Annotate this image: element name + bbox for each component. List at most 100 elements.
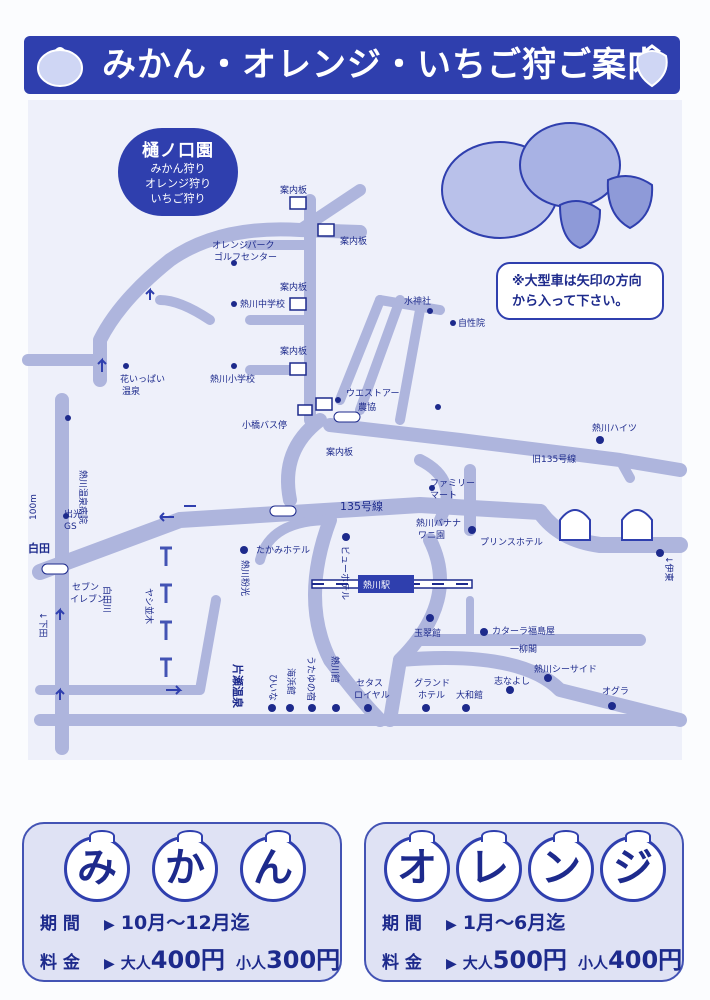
svg-text:100m: 100m: [29, 494, 39, 520]
page-title: みかん・オレンジ・いちご狩ご案内: [102, 45, 662, 85]
svg-text:案内板: 案内板: [326, 446, 353, 458]
orange-title: オ レ ン ジ: [380, 830, 680, 906]
svg-text:熱川小学校: 熱川小学校: [210, 373, 255, 385]
orange-char-4: ジ: [600, 830, 666, 902]
farm-service-orange: オレンジ狩り: [145, 177, 211, 190]
price-label: 料 金: [382, 953, 422, 973]
period-label: 期 間: [40, 914, 80, 934]
orange-char-1: オ: [384, 830, 450, 902]
svg-text:出光: 出光: [64, 508, 82, 520]
roads: [22, 184, 688, 755]
mikan-period: 10月〜12月迄: [120, 912, 250, 934]
svg-text:うたゆの宿: うたゆの宿: [305, 656, 317, 701]
mikan-period-row: 期 間 ▶ 10月〜12月迄: [40, 908, 250, 935]
svg-text:イレブン: イレブン: [70, 593, 106, 605]
large-vehicle-note: ※大型車は矢印の方向 から入って下さい。: [496, 262, 664, 320]
svg-text:一柳閣: 一柳閣: [510, 643, 537, 655]
svg-text:小橋バス停: 小橋バス停: [242, 419, 287, 431]
mikan-child-price: 300円: [266, 946, 341, 974]
svg-text:熱川シーサイド: 熱川シーサイド: [534, 663, 597, 675]
mikan-char-2: か: [152, 830, 218, 902]
svg-text:農協: 農協: [358, 401, 376, 413]
svg-text:白田川: 白田川: [101, 586, 113, 613]
orange-period-row: 期 間▶1月〜6月迄: [382, 908, 565, 935]
svg-text:ワニ園: ワニ園: [418, 530, 445, 541]
note-line-2: から入って下さい。: [512, 294, 629, 309]
traffic-light-icons: [41, 411, 361, 575]
svg-text:ひいな: ひいな: [267, 674, 278, 701]
svg-text:水神社: 水神社: [404, 295, 431, 307]
svg-text:白田: 白田: [28, 541, 50, 555]
tunnel-icons: [559, 509, 653, 541]
mikan-title: み か ん: [54, 830, 314, 906]
orange-info-panel: オ レ ン ジ 期 間▶1月〜6月迄 料 金 ▶ 大人500円 小人400円: [364, 822, 684, 982]
svg-text:自性院: 自性院: [458, 317, 485, 329]
svg-text:たかみホテル: たかみホテル: [256, 545, 310, 556]
child-label: 小人: [236, 954, 267, 972]
orange-period: 1月〜6月迄: [462, 912, 566, 934]
svg-text:熱川バナナ: 熱川バナナ: [416, 517, 461, 529]
direction-arrows: [55, 287, 196, 700]
fruit-illustration: [441, 122, 654, 250]
adult-label: 大人: [120, 954, 151, 972]
orange-child-price: 400円: [608, 946, 683, 974]
svg-text:ファミリー: ファミリー: [430, 479, 475, 489]
svg-text:↓下田: ↓下田: [37, 612, 48, 638]
location-dots: [63, 260, 456, 519]
svg-text:案内板: 案内板: [340, 235, 367, 247]
svg-text:案内板: 案内板: [280, 345, 307, 357]
svg-text:ロイヤル: ロイヤル: [354, 691, 390, 701]
svg-text:旧135号線: 旧135号線: [532, 453, 576, 465]
railway: [311, 575, 473, 593]
svg-text:熱川粉光: 熱川粉光: [239, 560, 251, 596]
triangle-right-icon: ▶: [104, 956, 115, 972]
orange-adult-price: 500円: [492, 946, 567, 974]
child-label: 小人: [578, 954, 609, 972]
signboard-icons: [289, 196, 335, 416]
svg-text:温泉: 温泉: [122, 385, 140, 397]
svg-text:ウエストアー: ウエストアー: [346, 388, 399, 399]
svg-text:海浜館: 海浜館: [285, 668, 297, 695]
mikan-char-1: み: [64, 830, 130, 902]
svg-text:GS: GS: [64, 522, 77, 532]
triangle-right-icon: ▶: [446, 956, 457, 972]
strawberry-icon: [636, 44, 668, 88]
farm-label: 樋ノ口園 みかん狩り オレンジ狩り いちご狩り: [118, 128, 238, 216]
triangle-right-icon: ▶: [104, 917, 115, 933]
svg-text:オグラ: オグラ: [602, 685, 629, 697]
svg-text:花いっぱい: 花いっぱい: [120, 373, 165, 385]
note-line-1: ※大型車は矢印の方向: [512, 274, 642, 289]
period-label: 期 間: [382, 914, 422, 934]
farm-name: 樋ノ口園: [142, 141, 214, 161]
svg-text:セブン: セブン: [72, 581, 99, 593]
svg-text:熱川ハイツ: 熱川ハイツ: [592, 422, 637, 434]
svg-text:135号線: 135号線: [340, 499, 383, 513]
farm-service-strawberry: いちご狩り: [150, 192, 206, 205]
svg-text:ビューホテル: ビューホテル: [339, 546, 350, 600]
svg-text:プリンスホテル: プリンスホテル: [480, 537, 543, 548]
price-label: 料 金: [40, 953, 80, 973]
svg-text:オレンジパーク: オレンジパーク: [212, 240, 274, 251]
svg-text:グランド: グランド: [414, 677, 450, 689]
svg-text:ヤシ並木: ヤシ並木: [143, 588, 155, 624]
mikan-info-panel: み か ん 期 間 ▶ 10月〜12月迄 料 金 ▶ 大人400円 小人300円: [22, 822, 342, 982]
svg-text:大和館: 大和館: [456, 689, 483, 701]
svg-text:熱川温泉病院: 熱川温泉病院: [77, 470, 89, 524]
svg-text:カターラ福島屋: カターラ福島屋: [492, 625, 555, 637]
svg-text:志なよし: 志なよし: [494, 675, 530, 687]
svg-text:ゴルフセンター: ゴルフセンター: [214, 251, 277, 263]
adult-label: 大人: [462, 954, 493, 972]
mikan-adult-price: 400円: [150, 946, 225, 974]
orange-char-3: ン: [528, 830, 594, 902]
mikan-char-3: ん: [240, 830, 306, 902]
svg-text:セタス: セタス: [356, 678, 383, 689]
map-labels: 案内板 案内板 案内板 案内板 案内板 オレンジパーク ゴルフセンター 熱川中学…: [28, 184, 675, 709]
hotel-markers: [240, 436, 664, 712]
mikan-price-row: 料 金 ▶ 大人400円 小人300円: [40, 940, 340, 975]
title-banner: みかん・オレンジ・いちご狩ご案内: [24, 36, 680, 94]
farm-service-mikan: みかん狩り: [150, 162, 206, 175]
access-map: 案内板 案内板 案内板 案内板 案内板 オレンジパーク ゴルフセンター 熱川中学…: [0, 100, 710, 800]
svg-text:案内板: 案内板: [280, 184, 307, 196]
svg-text:熱川駅: 熱川駅: [363, 579, 390, 591]
svg-text:片瀬温泉: 片瀬温泉: [231, 664, 245, 709]
